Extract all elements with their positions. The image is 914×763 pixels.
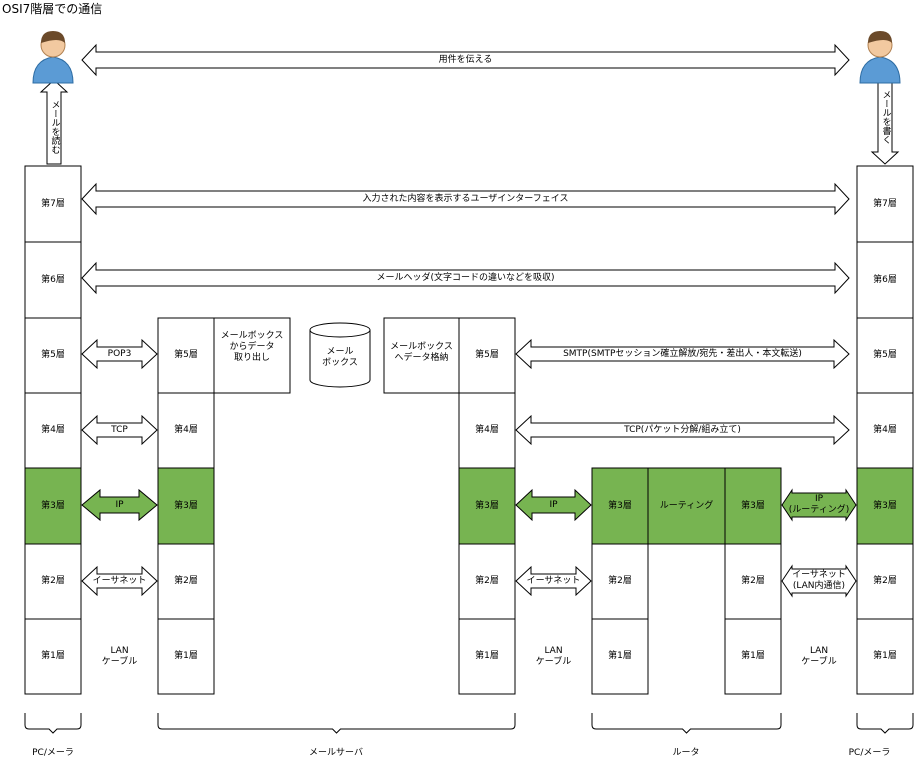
mailbox-db-top bbox=[309, 322, 371, 338]
arrow-ethernet-left bbox=[81, 565, 158, 597]
arrow-ethernet-mid bbox=[515, 565, 592, 597]
server-left-cell-l2 bbox=[157, 543, 215, 620]
arrow-top bbox=[81, 43, 850, 77]
arrow-ip-right bbox=[781, 488, 857, 522]
pc-right-cell-l7 bbox=[856, 165, 914, 243]
diagram-title: OSI7階層での通信 bbox=[2, 2, 103, 16]
user-right-body-icon bbox=[859, 56, 901, 84]
router-left-cell-l3 bbox=[591, 467, 649, 545]
server-right-cell-l2 bbox=[458, 543, 516, 620]
server-right-cell-l1 bbox=[458, 618, 516, 695]
mailbox-store-box bbox=[383, 317, 460, 394]
arrow-l7 bbox=[81, 182, 850, 216]
user-left-hair-icon bbox=[41, 31, 65, 43]
arrow-ethernet-right bbox=[781, 564, 857, 598]
pc-left-cell-l6 bbox=[24, 241, 82, 319]
arrow-ip-mid bbox=[515, 488, 592, 522]
router-left-cell-l2 bbox=[591, 543, 649, 620]
router-right-cell-l2 bbox=[724, 543, 782, 620]
server-right-cell-l5 bbox=[458, 317, 516, 394]
mailbox-db-body bbox=[309, 330, 371, 388]
arrow-ip-left bbox=[81, 488, 158, 522]
router-right-cell-l3 bbox=[724, 467, 782, 545]
pc-right-cell-l1 bbox=[856, 618, 914, 695]
user-right-hair-icon bbox=[868, 31, 892, 43]
arrow-tcp-left bbox=[81, 414, 158, 446]
server-left-cell-l5 bbox=[157, 317, 215, 394]
arrow-pop3 bbox=[81, 338, 158, 370]
pc-right-cell-l2 bbox=[856, 543, 914, 620]
pc-left-cell-l5 bbox=[24, 317, 82, 394]
bracket-mail-server bbox=[157, 713, 516, 734]
bracket-pc-right bbox=[856, 713, 914, 734]
arrow-tcp-right bbox=[515, 414, 850, 446]
pc-left-cell-l3 bbox=[24, 467, 82, 545]
server-right-cell-l4 bbox=[458, 392, 516, 469]
pc-right-cell-l5 bbox=[856, 317, 914, 394]
server-left-cell-l3 bbox=[157, 467, 215, 545]
pc-right-cell-l6 bbox=[856, 241, 914, 319]
pc-left-cell-l2 bbox=[24, 543, 82, 620]
router-left-cell-l1 bbox=[591, 618, 649, 695]
arrow-smtp bbox=[515, 338, 850, 370]
mailbox-retrieve-box bbox=[213, 317, 291, 394]
pc-left-cell-l7 bbox=[24, 165, 82, 243]
arrow-read-mail bbox=[39, 79, 69, 165]
user-left-body-icon bbox=[32, 56, 74, 84]
server-right-cell-l3 bbox=[458, 467, 516, 545]
arrow-l6 bbox=[81, 261, 850, 295]
bracket-pc-left bbox=[24, 713, 82, 734]
pc-left-cell-l4 bbox=[24, 392, 82, 469]
routing-box bbox=[647, 467, 726, 545]
pc-left-cell-l1 bbox=[24, 618, 82, 695]
bracket-router bbox=[591, 713, 782, 734]
server-left-cell-l1 bbox=[157, 618, 215, 695]
server-left-cell-l4 bbox=[157, 392, 215, 469]
arrow-write-mail bbox=[870, 79, 900, 165]
pc-right-cell-l4 bbox=[856, 392, 914, 469]
router-right-cell-l1 bbox=[724, 618, 782, 695]
pc-right-cell-l3 bbox=[856, 467, 914, 545]
